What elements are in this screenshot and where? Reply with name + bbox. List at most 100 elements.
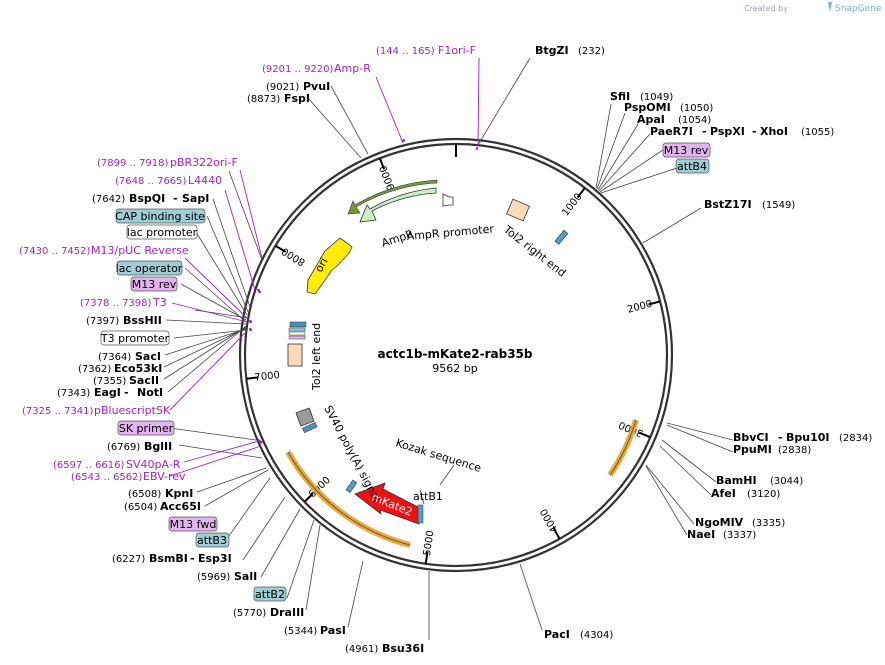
- ampr-promoter-label: AmpR promoter: [406, 222, 495, 243]
- tol2-left-label: Tol2 left end: [310, 323, 323, 391]
- svg-text:(7648 .. 7665): (7648 .. 7665): [115, 176, 187, 187]
- svg-text:(6508): (6508): [128, 489, 161, 500]
- svg-text:(4961): (4961): [345, 644, 378, 655]
- svg-text:-: -: [702, 125, 707, 138]
- site-bamhi: BamHI: [716, 474, 757, 487]
- svg-text:CAP binding site: CAP binding site: [115, 210, 205, 223]
- site-btgzi: BtgZI: [535, 44, 569, 57]
- svg-text:SK primer: SK primer: [119, 422, 174, 435]
- svg-text:lac promoter: lac promoter: [127, 226, 198, 239]
- tick-mark-2000: [648, 300, 661, 306]
- tick-label-1000: 1000: [560, 191, 584, 218]
- svg-text:(5344): (5344): [284, 626, 317, 637]
- svg-text:(6543 .. 6562): (6543 .. 6562): [71, 472, 143, 483]
- svg-text:(3044): (3044): [770, 476, 803, 487]
- tol2-left-box: [287, 343, 303, 367]
- feature-pbluescriptsk: pBluescriptSK: [94, 404, 171, 417]
- ampr-promoter-arrow: [442, 193, 454, 207]
- feature-t3: T3: [152, 296, 167, 309]
- svg-text:(9201 .. 9220): (9201 .. 9220): [262, 64, 334, 75]
- site-sali: SalI: [234, 570, 257, 583]
- svg-text:(5770): (5770): [233, 608, 266, 619]
- svg-text:M13 rev: M13 rev: [132, 278, 177, 291]
- ampr-arrow-dark: [347, 179, 438, 215]
- primer-ticks: [248, 138, 479, 444]
- attb4-mark: [554, 229, 569, 245]
- feature-sv40pa-r: SV40pA-R: [126, 458, 181, 471]
- mkate2-arrow: [354, 482, 420, 525]
- box-lac-promoter: [126, 224, 198, 240]
- site-bsmbi: BsmBI: [149, 552, 188, 565]
- svg-text:(2834): (2834): [839, 433, 872, 444]
- snapgene-logo-icon: [828, 2, 832, 12]
- feature-m13-puc-reverse: M13/pUC Reverse: [91, 244, 189, 257]
- attb1-mark: [417, 504, 424, 524]
- site-esp3i: Esp3I: [198, 552, 232, 565]
- ori-label: ori: [312, 256, 330, 275]
- cluster-blue-1: [289, 321, 307, 328]
- svg-text:(6227): (6227): [112, 554, 145, 565]
- svg-text:(7343): (7343): [57, 388, 90, 399]
- site-sfii: SfiI: [610, 90, 630, 103]
- site-afei: AfeI: [711, 487, 736, 500]
- svg-text:(6597 .. 6616): (6597 .. 6616): [53, 460, 125, 471]
- site-bsu36i: Bsu36I: [382, 642, 424, 655]
- svg-text:(1055): (1055): [801, 127, 834, 138]
- site-bspqi: BspQI: [129, 192, 165, 205]
- feature-ebv-rev: EBV-rev: [143, 470, 186, 483]
- tick-mark-6000: [303, 492, 314, 503]
- svg-text:T3 promoter: T3 promoter: [100, 332, 170, 345]
- site-pvui: PvuI: [303, 80, 330, 93]
- svg-text:(1549): (1549): [762, 200, 795, 211]
- site-xhoi: XhoI: [760, 125, 788, 138]
- plasmid-name: actc1b-mKate2-rab35b: [378, 347, 533, 361]
- credit-prefix: Created by: [744, 4, 788, 13]
- svg-text:(7362): (7362): [78, 364, 111, 375]
- feature-pbr322ori-f: pBR322ori-F: [170, 156, 238, 169]
- feature-l4440: L4440: [188, 174, 222, 187]
- svg-text:(7364): (7364): [98, 352, 131, 363]
- box-t3-promoter: [100, 330, 170, 346]
- primer-leaders: [169, 57, 480, 477]
- svg-text:(3337): (3337): [723, 530, 756, 541]
- tol2-right-label: Tol2 right end: [500, 223, 568, 280]
- tick-label-4000: 4000: [539, 506, 561, 534]
- svg-text:lac operator: lac operator: [116, 262, 183, 275]
- svg-text:attB2: attB2: [255, 588, 285, 601]
- svg-text:(6769): (6769): [107, 442, 140, 453]
- kozak-label: Kozak sequence: [394, 436, 483, 474]
- tol2-right-box: [506, 198, 530, 222]
- svg-text:(5969): (5969): [197, 572, 230, 583]
- site-apai: ApaI: [637, 113, 665, 126]
- site-bglii: BglII: [144, 440, 172, 453]
- svg-text:(1054): (1054): [678, 115, 711, 126]
- svg-text:(3335): (3335): [752, 518, 785, 529]
- leader-lines: [163, 57, 734, 640]
- svg-text:(7378 .. 7398): (7378 .. 7398): [80, 298, 152, 309]
- svg-text:(7325 .. 7341): (7325 .. 7341): [22, 406, 94, 417]
- site-fspi: FspI: [284, 92, 310, 105]
- svg-text:(4304): (4304): [580, 630, 613, 641]
- svg-text:(7899 .. 7918): (7899 .. 7918): [97, 158, 169, 169]
- attb1-label: attB1: [413, 490, 443, 503]
- svg-text:attB4: attB4: [677, 160, 707, 173]
- box-cap-binding-site: [115, 208, 206, 224]
- tick-mark-8000: [274, 244, 287, 253]
- site-naei: NaeI: [687, 528, 715, 541]
- feature-f1ori-f: F1ori-F: [438, 44, 476, 57]
- tick-label-2000: 2000: [626, 299, 653, 316]
- box-m13-fwd: [168, 516, 218, 532]
- site-pasi: PasI: [320, 624, 346, 637]
- svg-text:M13 rev: M13 rev: [664, 144, 709, 157]
- site-kpni: KpnI: [165, 487, 193, 500]
- box-attb2: [253, 586, 287, 602]
- site-ppumi: PpuMI: [733, 443, 772, 456]
- site-bsshii: BssHII: [123, 314, 162, 327]
- svg-text:(3120): (3120): [747, 489, 780, 500]
- svg-text:(7642): (7642): [92, 194, 125, 205]
- site-bbvci: BbvCI: [733, 431, 769, 444]
- svg-text:(7397): (7397): [86, 316, 119, 327]
- site-paci: PacI: [544, 628, 570, 641]
- tick-mark-5000: [424, 551, 429, 564]
- tick-mark-9000: [378, 157, 386, 170]
